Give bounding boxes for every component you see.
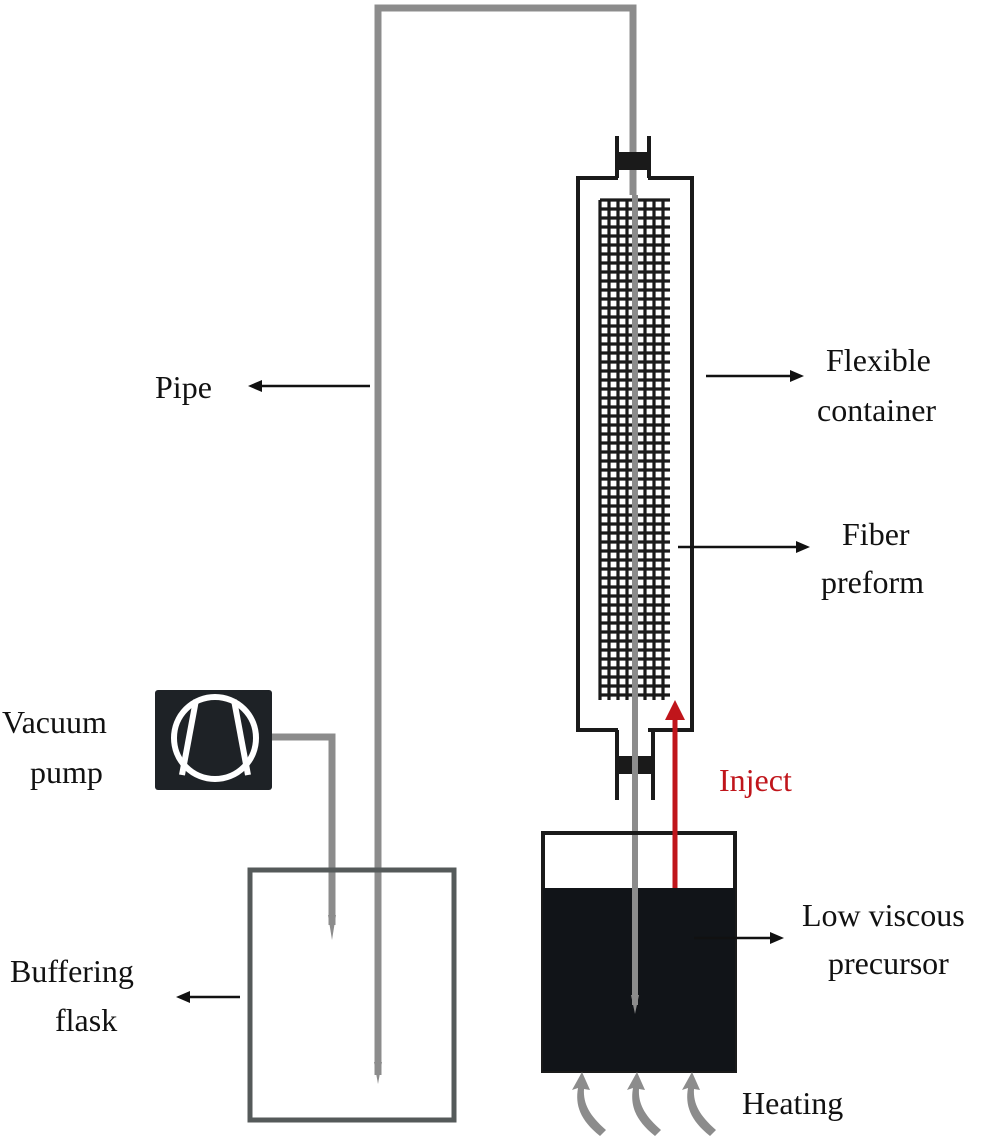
precursor-pointer: [694, 932, 784, 944]
pipe: [374, 4, 637, 1075]
vacuum-line: [272, 733, 336, 925]
pipe-label: Pipe: [155, 369, 212, 405]
vacuum-pump: [155, 690, 272, 790]
vacuum-line-tip: [328, 915, 336, 940]
flexible-container-label-line1: Flexible: [826, 342, 931, 378]
fiber-preform-label-line1: Fiber: [842, 516, 910, 552]
inject-arrow: [665, 700, 685, 888]
fiber-preform-label-line2: preform: [821, 564, 924, 600]
vacuum-pump-label-line1: Vacuum: [2, 704, 107, 740]
pipe-pointer: [248, 380, 370, 392]
vacuum-pump-label-line2: pump: [30, 754, 103, 790]
fiber-preform-pointer: [678, 541, 810, 553]
buffering-flask-label-line2: flask: [55, 1002, 117, 1038]
heating-arrows: [572, 1072, 716, 1136]
buffering-flask: [247, 867, 457, 1123]
inject-label: Inject: [719, 762, 792, 798]
flexible-container-label-line2: container: [817, 392, 936, 428]
top-valve: [615, 136, 651, 178]
heating-label: Heating: [742, 1085, 843, 1121]
pipe-tip: [374, 1062, 382, 1084]
flexible-container-pointer: [706, 370, 804, 382]
precursor-liquid: [543, 888, 735, 1071]
precursor-label-line1: Low viscous: [802, 897, 965, 933]
flexible-container: [576, 176, 694, 732]
buffering-flask-pointer: [176, 991, 240, 1003]
buffering-flask-label-line1: Buffering: [10, 953, 134, 989]
precursor-label-line2: precursor: [828, 945, 949, 981]
